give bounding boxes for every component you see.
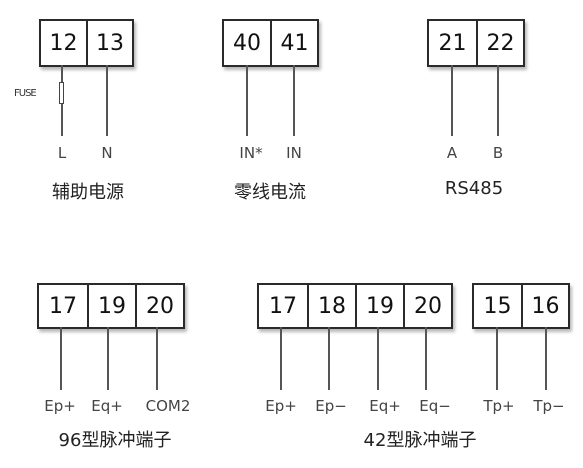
pin-label-N: N [101, 144, 113, 162]
caption-zero-current: 零线电流 [234, 182, 306, 203]
terminal-19: 19 [355, 285, 403, 327]
terminal-16: 16 [521, 285, 568, 327]
pin-label-IN: IN [286, 144, 302, 162]
terminal-20: 20 [403, 285, 451, 327]
terminal-12: 12 [49, 30, 78, 56]
terminal-block-pulse42: 17 18 19 20 [257, 283, 453, 329]
terminal-17: 17 [49, 293, 77, 319]
terminal-18: 18 [307, 285, 355, 327]
pin-label-Ep-plus: Ep+ [265, 397, 297, 415]
fuse-label: FUSE [14, 88, 37, 99]
terminal-block-pulse42-tp: 15 16 [472, 283, 570, 329]
wire-Eq-plus [377, 327, 379, 390]
pin-label-B: B [492, 144, 504, 162]
terminal-block-pulse96: 17 19 20 [37, 283, 185, 329]
wire-Ep-plus [60, 327, 62, 390]
terminal-13: 13 [86, 21, 132, 65]
terminal-17: 17 [269, 293, 297, 319]
terminal-21: 21 [438, 30, 467, 56]
wire-Tp-plus [496, 327, 498, 390]
pin-label-L: L [57, 144, 67, 162]
terminal-19: 19 [87, 285, 135, 327]
caption-aux-power: 辅助电源 [52, 182, 124, 203]
pin-label-Eq-plus: Eq+ [369, 397, 401, 415]
terminal-20: 20 [135, 285, 183, 327]
pin-label-Eq-minus: Eq− [419, 397, 451, 415]
wire-IN [293, 65, 295, 136]
terminal-block-zero-current: 40 41 [222, 19, 319, 67]
wire-N [106, 65, 108, 136]
terminal-15: 15 [483, 293, 512, 319]
terminal-40: 40 [233, 30, 261, 56]
wire-Ep-plus [280, 327, 282, 390]
wire-A [451, 65, 453, 136]
caption-pulse96: 96型脉冲端子 [58, 430, 172, 451]
terminal-22: 22 [476, 21, 523, 65]
pin-label-IN-star: IN* [239, 144, 263, 162]
caption-rs485: RS485 [444, 178, 504, 199]
wire-B [497, 65, 499, 136]
wire-Tp-minus [545, 327, 547, 390]
wire-IN-star [246, 65, 248, 136]
wire-Ep-minus [328, 327, 330, 390]
pin-label-COM2: COM2 [145, 397, 191, 415]
pin-label-Eq-plus: Eq+ [91, 397, 123, 415]
pin-label-A: A [446, 144, 458, 162]
pin-label-Tp-minus: Tp− [533, 397, 565, 415]
wire-Eq-plus [107, 327, 109, 390]
fuse-icon [59, 82, 64, 104]
wire-COM2 [156, 327, 158, 390]
pin-label-Ep-minus: Ep− [315, 397, 347, 415]
terminal-41: 41 [270, 21, 317, 65]
terminal-block-aux-power: 12 13 [39, 19, 134, 67]
terminal-block-rs485: 21 22 [427, 19, 525, 67]
pin-label-Ep-plus: Ep+ [44, 397, 76, 415]
caption-pulse42: 42型脉冲端子 [363, 430, 477, 451]
wire-Eq-minus [425, 327, 427, 390]
pin-label-Tp-plus: Tp+ [483, 397, 515, 415]
